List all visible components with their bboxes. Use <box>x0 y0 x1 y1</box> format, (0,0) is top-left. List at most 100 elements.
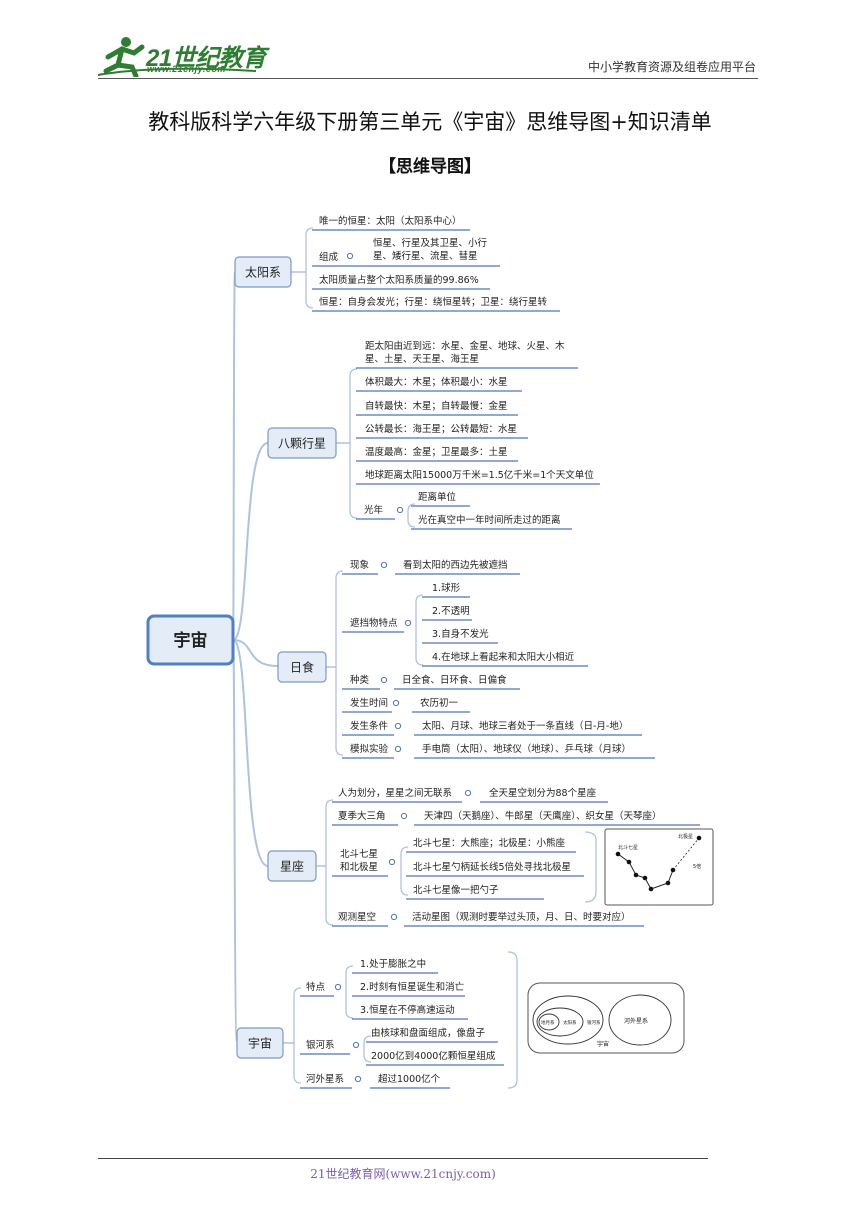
branch-universe <box>236 1027 284 1059</box>
planets-item: 公转最长：海王星；公转最短：水星 <box>365 423 517 435</box>
star-icon <box>615 851 621 857</box>
eclipse-phenomenon-label: 现象 <box>350 559 370 571</box>
galaxy-item: 2000亿到4000亿颗恒星组成 <box>371 1050 496 1062</box>
logo-url: www.21cnjy.com <box>147 64 226 74</box>
footer-rule <box>98 1158 708 1159</box>
lightyear-bracket <box>407 503 416 528</box>
dipper-bracket <box>400 846 409 896</box>
mind-map-connectors <box>232 227 700 1089</box>
root-node-label: 宇宙 <box>174 630 208 651</box>
branch-solar-system-label: 太阳系 <box>245 264 281 279</box>
collapse-dot-icon <box>392 699 400 707</box>
figure-bracket <box>507 951 518 1089</box>
dipper-item: 北斗七星：大熊座；北极星：小熊座 <box>413 837 566 849</box>
constellation-bracket <box>325 799 334 926</box>
galaxy-ellipse <box>532 995 604 1045</box>
star-icon <box>642 875 648 881</box>
summer-triangle-label: 夏季大三角 <box>338 810 386 822</box>
header-rule <box>98 78 758 79</box>
logo-text: 21世纪教育 <box>146 45 266 72</box>
figure-label-ratio: 5倍 <box>693 863 701 870</box>
constellation-division-text: 全天星空划分为88个星座 <box>489 787 597 799</box>
eclipse-row-text: 太阳、月球、地球三者处于一条直线（日-月-地） <box>422 720 628 732</box>
mind-map-labels: 宇宙太阳系唯一的恒星：太阳（太阳系中心）组成恒星、行星及其卫星、小行星、矮行星、… <box>174 215 702 1085</box>
dipper-label: 北斗七星 <box>340 849 378 860</box>
collapse-dot-icon <box>388 858 396 866</box>
branch-eclipse-label: 日食 <box>290 659 314 674</box>
collapse-dot-icon <box>380 676 388 684</box>
collapse-dot-icon <box>334 983 342 991</box>
solar-composition: 恒星、行星及其卫星、小行 <box>373 237 488 249</box>
branch-eclipse <box>277 651 327 683</box>
extra-galaxy-text: 超过1000亿个 <box>378 1073 441 1085</box>
branch-planets-label: 八颗行星 <box>278 436 326 450</box>
star-icon <box>648 886 654 892</box>
collapse-dot-icon <box>400 812 408 820</box>
figure-label-polaris: 北极星 <box>678 833 693 840</box>
collapse-dot-icon <box>346 252 354 260</box>
polaris-icon <box>696 835 702 841</box>
planets-item: 体积最大：木星；体积最小：水星 <box>365 376 508 388</box>
figure-label-universe: 宇宙 <box>597 1040 609 1048</box>
planets-order: 距太阳由近到远：水星、金星、地球、火星、木 <box>365 340 565 352</box>
eclipse-phenomenon-text: 看到太阳的西边先被遮挡 <box>403 559 508 571</box>
star-icon <box>626 859 632 865</box>
solar-composition: 星、矮行星、流星、彗星 <box>373 250 478 262</box>
eclipse-row-label: 种类 <box>350 674 370 686</box>
blocker-item: 1.球形 <box>432 582 461 594</box>
universe-feature-item: 3.恒星在不停高速运动 <box>360 1004 455 1016</box>
solar-item: 太阳质量占整个太阳系质量的99.86% <box>319 274 479 286</box>
solar-bracket <box>305 227 314 309</box>
collapse-dot-icon <box>464 789 472 797</box>
collapse-dot-icon <box>390 913 398 921</box>
eclipse-row-text: 农历初一 <box>420 697 459 709</box>
main-branch <box>232 271 236 641</box>
eclipse-row-label: 发生时间 <box>350 697 388 709</box>
eclipse-row-label: 发生条件 <box>350 720 389 732</box>
solar-ellipse <box>536 1007 584 1037</box>
extra-galaxy-ellipse <box>608 994 672 1046</box>
dipper-item: 北斗七星勺柄延长线5倍处寻找北极星 <box>413 861 571 873</box>
dipper-label: 和北极星 <box>340 861 378 873</box>
eclipse-row-text: 手电筒（太阳）、地球仪（地球）、乒乓球（月球） <box>422 743 631 755</box>
main-branch <box>232 639 279 667</box>
extension-line <box>672 837 700 871</box>
mind-map-nodes <box>146 252 472 1083</box>
blocker-item: 4.在地球上看起来和太阳大小相近 <box>432 651 575 663</box>
lightyear-label: 光年 <box>364 504 384 516</box>
collapse-dot-icon <box>354 1075 362 1083</box>
constellation-division: 人为划分，星星之间无联系 <box>338 787 452 799</box>
galaxy-bracket <box>363 1035 372 1063</box>
solar-item: 恒星：自身会发光；行星：绕恒星转；卫星：绕行星转 <box>319 296 548 308</box>
main-branch <box>232 442 269 641</box>
observe-label: 观测星空 <box>338 911 376 923</box>
earth-moon-ellipse <box>538 1013 560 1031</box>
blocker-bracket <box>415 594 424 666</box>
main-branch <box>232 639 269 867</box>
blocker-item: 3.自身不发光 <box>432 628 489 640</box>
solar-item: 组成 <box>319 251 339 263</box>
eclipse-blocker-label: 遮挡物特点 <box>350 617 398 629</box>
planets-order: 星、土星、天王星、海王星 <box>365 353 479 365</box>
collapse-dot-icon <box>380 561 388 569</box>
star-icon <box>633 872 639 878</box>
figure-label-galaxy: 银河系 <box>587 1019 601 1026</box>
eclipse-row-text: 日全食、日环食、日偏食 <box>402 674 507 686</box>
blocker-item: 2.不透明 <box>432 606 470 617</box>
lightyear-item: 光在真空中一年时间所走过的距离 <box>418 514 561 526</box>
branch-planets <box>267 427 337 459</box>
planets-item: 地球距离太阳15000万千米=1.5亿千米=1个天文单位 <box>365 469 594 481</box>
universe-feature-item: 1.处于膨胀之中 <box>360 958 426 970</box>
section-heading: 【思维导图】 <box>379 157 481 177</box>
universe-bracket <box>293 987 302 1084</box>
star-icon <box>665 880 671 886</box>
planets-item: 自转最快：木星；自转最慢：金星 <box>365 400 508 412</box>
main-branch <box>232 639 238 1042</box>
figure-label-solar: 太阳系 <box>563 1019 577 1026</box>
figure-label-earth-moon: 地月系 <box>541 1019 555 1026</box>
big-dipper-figure <box>604 828 714 906</box>
feature-bracket <box>345 965 354 1019</box>
collapse-dot-icon <box>396 506 404 514</box>
planets-item: 温度最高：金星；卫星最多：土星 <box>365 446 508 458</box>
branch-constellation <box>267 850 317 882</box>
